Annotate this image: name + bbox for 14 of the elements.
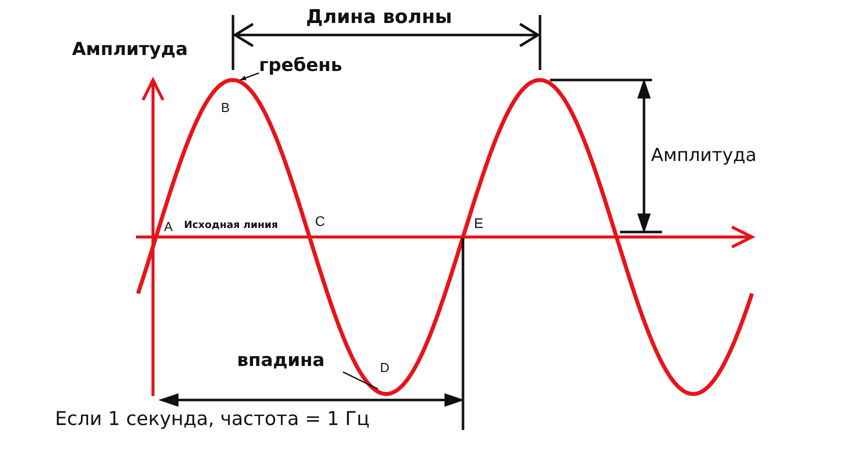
leader-line (342, 371, 378, 390)
callout-text: гребень (259, 57, 342, 75)
label-text: C (315, 214, 326, 228)
label-text: D (380, 361, 390, 374)
label-text: Амплитуда (72, 41, 188, 59)
label-text: Длина волны (306, 8, 452, 27)
label-text: Исходная линия (184, 221, 278, 231)
label-text: E (474, 216, 484, 230)
label-text: Амплитуда (651, 147, 756, 165)
callout-text: впадина (237, 352, 325, 370)
label-text: B (221, 101, 230, 114)
label-text: A (164, 220, 173, 233)
label-text: Если 1 секунда, частота = 1 Гц (55, 410, 370, 429)
leader-line (240, 72, 260, 81)
